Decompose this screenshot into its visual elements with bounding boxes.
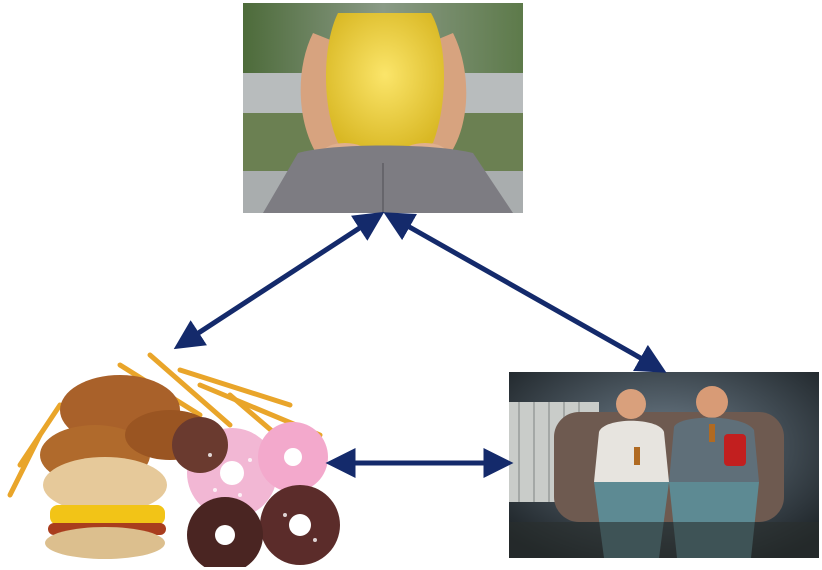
arrow-obesity-sedentary — [383, 212, 667, 373]
arrow-obesity-junk-food — [173, 211, 385, 350]
obese-person-photo — [243, 3, 523, 213]
couch-potato-photo — [509, 372, 819, 558]
junk-food-photo — [0, 345, 345, 567]
